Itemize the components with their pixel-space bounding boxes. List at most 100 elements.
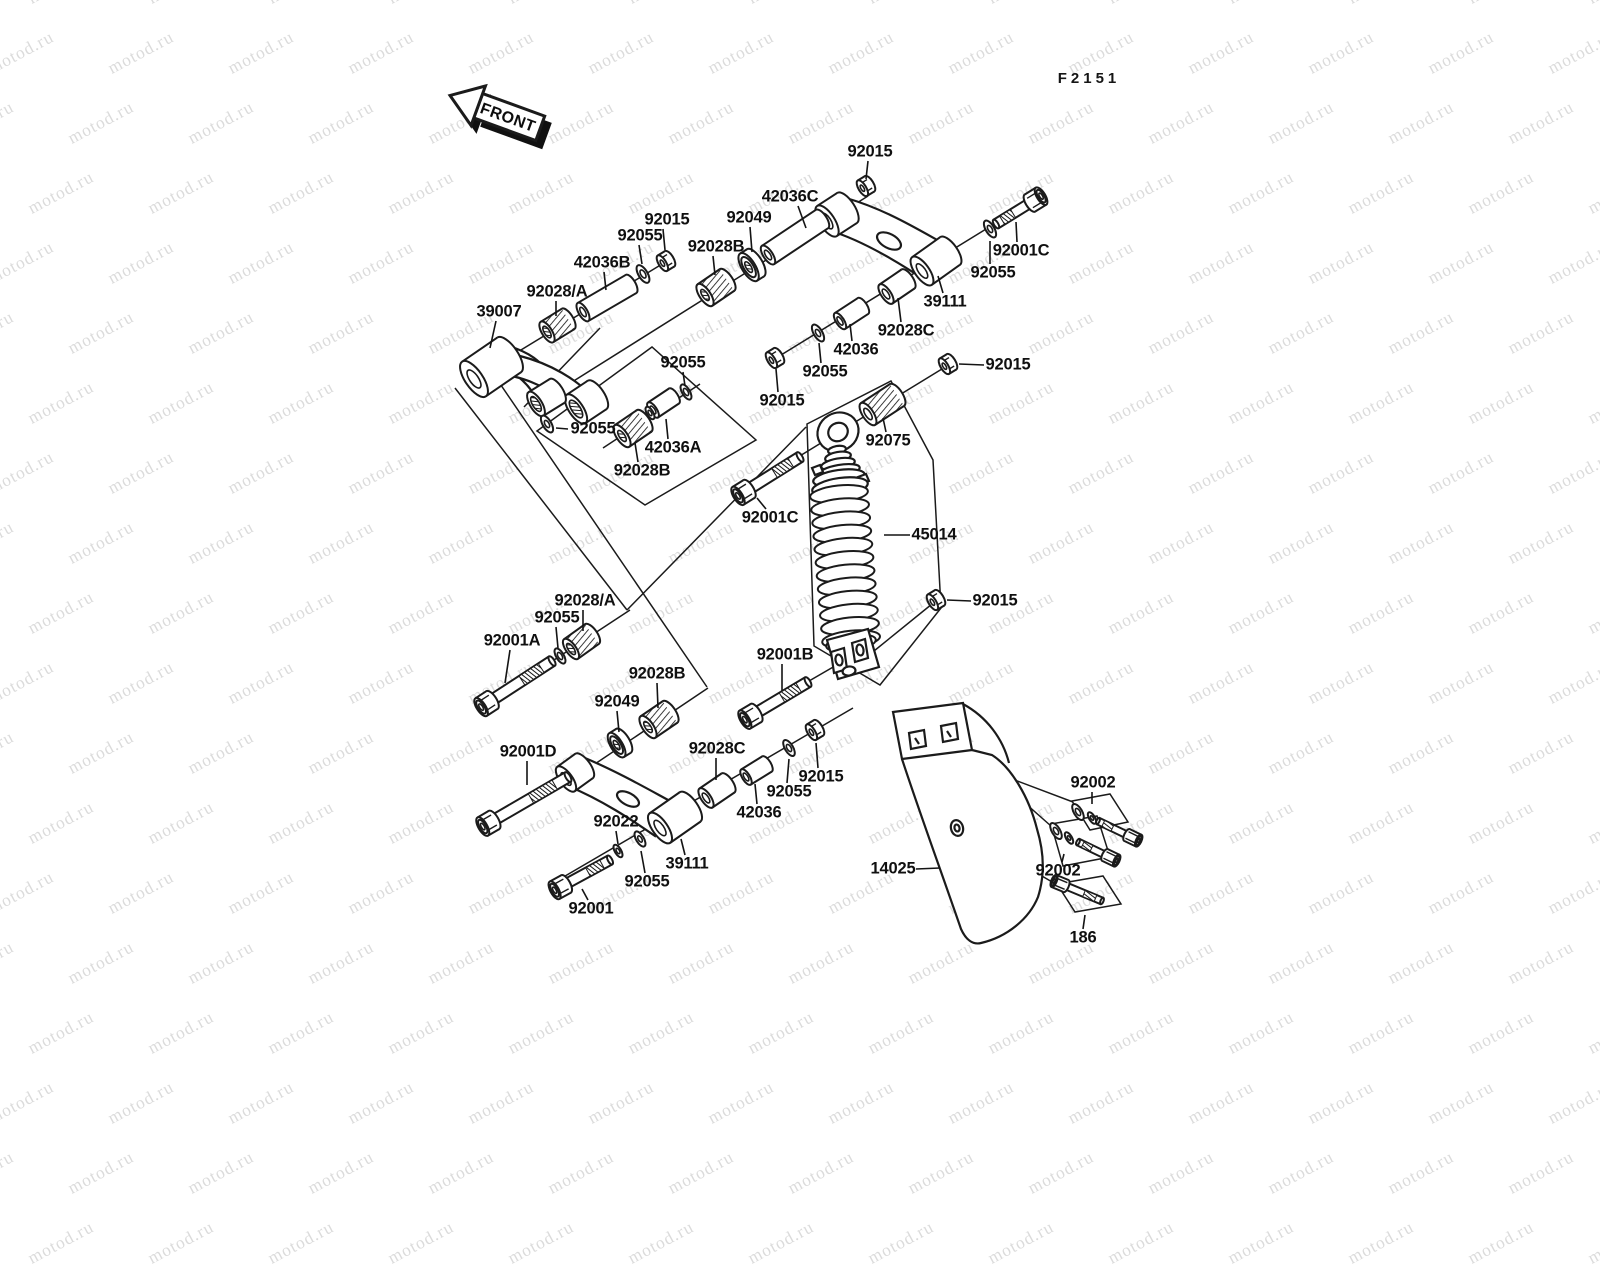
leader-line <box>555 626 559 649</box>
washer-92055 <box>635 264 651 284</box>
leader-line <box>818 342 822 364</box>
part-label-42036B: 42036B <box>574 253 631 271</box>
watermark-text: motod.ru <box>384 1216 457 1268</box>
part-label-92001B: 92001B <box>757 645 814 663</box>
leader-line <box>946 599 972 602</box>
bushing-92075 <box>858 382 907 427</box>
bushing-92028B <box>695 267 737 308</box>
leader-line <box>615 830 619 845</box>
leader-line <box>656 682 659 709</box>
leader-line <box>1082 914 1086 930</box>
part-label-14025: 14025 <box>871 859 916 877</box>
part-label-92002: 92002 <box>1071 773 1116 791</box>
nut-92015 <box>804 718 826 742</box>
nut-92015 <box>925 588 947 612</box>
washer-92002 <box>1071 803 1085 821</box>
bolt-92001 <box>547 854 615 901</box>
part-label-92001: 92001 <box>569 899 614 917</box>
watermark-text: motod.ru <box>1104 1216 1177 1268</box>
screw-186 <box>1049 873 1105 906</box>
sleeve-42036 <box>832 296 871 331</box>
washer-92002 <box>1049 822 1063 840</box>
watermark-text: motod.ru <box>24 1216 97 1268</box>
leader-line <box>815 742 819 769</box>
bushing-92028B <box>638 699 680 740</box>
bushing-92028A <box>538 307 577 344</box>
nut-92015 <box>937 352 959 376</box>
nut-92015 <box>655 249 677 273</box>
bearing-92049 <box>737 247 767 283</box>
leader-line <box>849 323 853 342</box>
washer-92055 <box>810 323 826 343</box>
leader-line <box>682 371 686 387</box>
part-label-92055: 92055 <box>571 419 616 437</box>
watermark-text: motod.ru <box>504 1216 577 1268</box>
part-label-42036: 42036 <box>737 803 782 821</box>
part-label-92028C: 92028C <box>689 739 746 757</box>
rocker-eye <box>459 335 524 399</box>
part-label-92055: 92055 <box>803 362 848 380</box>
sleeve-42036 <box>739 755 774 786</box>
part-label-92015: 92015 <box>973 591 1018 609</box>
part-label-92001D: 92001D <box>500 742 557 760</box>
part-label-92055: 92055 <box>618 226 663 244</box>
leader-line <box>775 368 779 393</box>
part-label-42036: 42036 <box>834 340 879 358</box>
washer-92055 <box>782 739 796 757</box>
leader-line <box>754 783 758 805</box>
bushing-92028B <box>612 408 654 449</box>
part-label-45014: 45014 <box>912 525 958 543</box>
watermark-text: motod.ru <box>1344 1216 1417 1268</box>
part-label-92028C: 92028C <box>878 321 935 339</box>
shock-clevis <box>825 627 881 681</box>
part-label-42036A: 42036A <box>645 438 702 456</box>
part-label-92028A: 92028/A <box>555 591 616 609</box>
sleeve-42036C <box>759 208 831 266</box>
part-label-92055: 92055 <box>661 353 706 371</box>
bolt-92001A <box>473 655 557 718</box>
bearing-92049 <box>606 727 634 759</box>
washer-92055 <box>982 219 998 239</box>
watermark-text: motod.ru <box>1464 1216 1537 1268</box>
leader-line <box>603 271 607 291</box>
washer-92055 <box>679 383 693 401</box>
part-label-92028B: 92028B <box>629 664 686 682</box>
part-label-92075: 92075 <box>866 431 911 449</box>
part-label-42036C: 42036C <box>762 187 819 205</box>
part-label-39007: 39007 <box>477 302 522 320</box>
bolt-92001C <box>730 451 805 507</box>
part-label-92028B: 92028B <box>614 461 671 479</box>
bolt-92001B <box>737 676 813 730</box>
leader-line <box>882 417 887 433</box>
watermark-text: motod.ru <box>744 1216 817 1268</box>
lock-washer-92002 <box>1063 831 1075 845</box>
leader-line <box>797 205 807 229</box>
front-arrow: FRONT <box>447 83 552 150</box>
part-label-92015: 92015 <box>799 767 844 785</box>
washer-92055 <box>633 830 647 848</box>
leader-line <box>665 418 669 440</box>
part-label-92055: 92055 <box>971 263 1016 281</box>
part-label-92049: 92049 <box>595 692 640 710</box>
leader-line <box>616 710 620 733</box>
leader-line <box>640 850 646 874</box>
flap-plate-hole <box>907 728 928 751</box>
part-label-186: 186 <box>1070 928 1097 946</box>
watermark-text: motod.ru <box>1224 1216 1297 1268</box>
tie-rod-eye <box>909 235 963 287</box>
part-label-92028B: 92028B <box>688 237 745 255</box>
tie-rod-eye <box>646 790 704 845</box>
leader-line <box>1061 853 1065 863</box>
nut-92015 <box>764 346 786 370</box>
leader-line <box>680 838 686 856</box>
washer-92055 <box>553 647 567 665</box>
shock-spring-45014 <box>809 484 881 653</box>
watermark-text: motod.ru <box>984 1216 1057 1268</box>
leader-line <box>749 226 753 253</box>
part-label-39111: 39111 <box>923 292 966 310</box>
part-label-92001A: 92001A <box>484 631 541 649</box>
flap-plate <box>891 701 974 761</box>
leader-line <box>865 160 869 180</box>
bushing-92028C <box>697 772 737 809</box>
bolt-92001D <box>475 771 573 837</box>
